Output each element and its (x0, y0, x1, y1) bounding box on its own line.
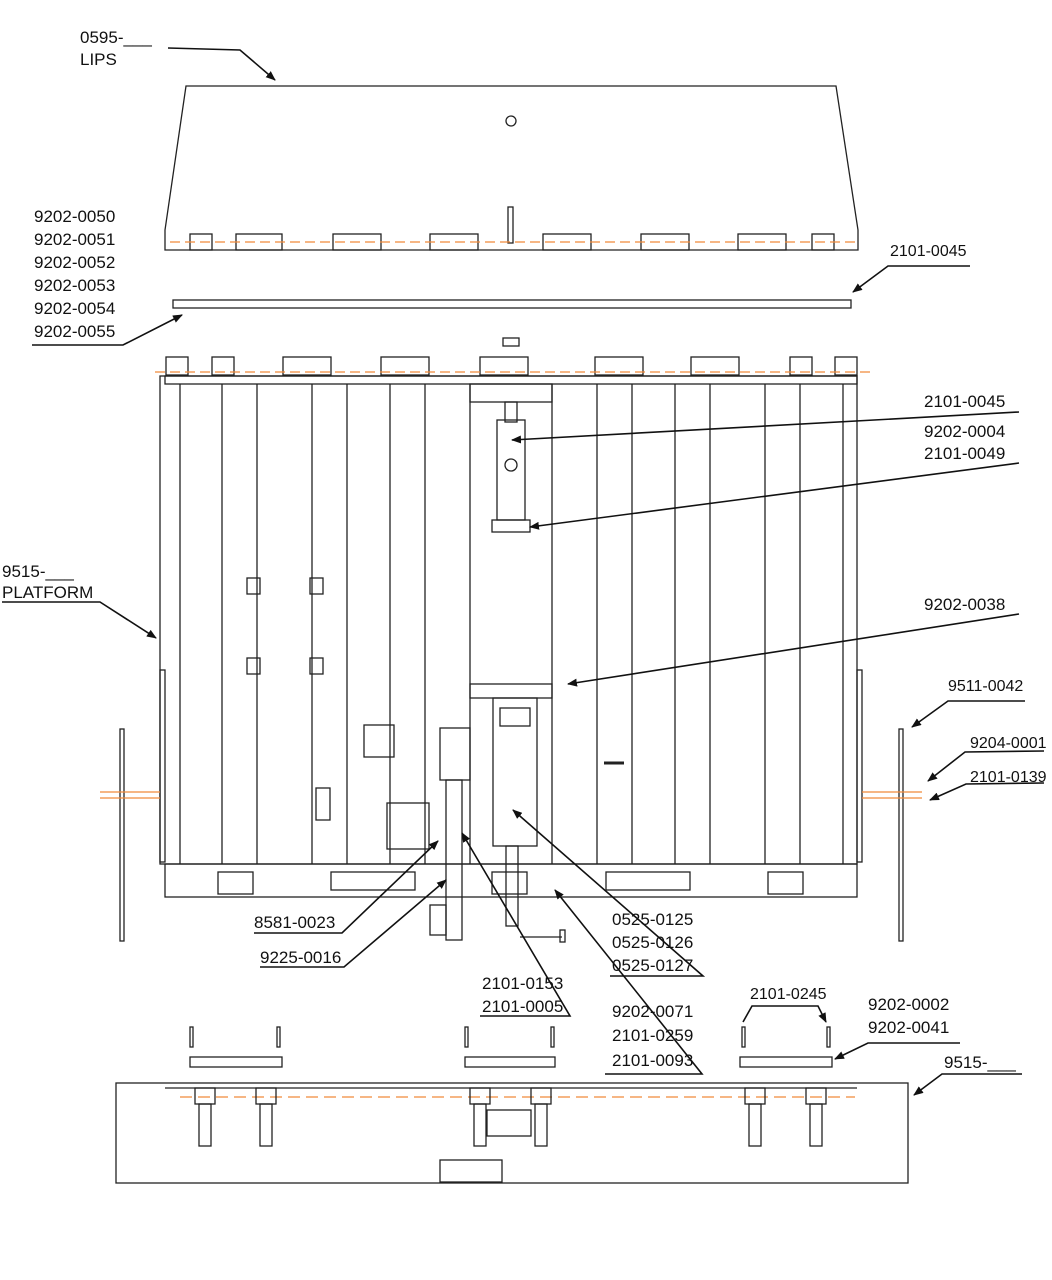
hinge-pin-label: 2101-0045 (890, 243, 967, 260)
lip-hinge-label-6: 9202-0055 (34, 322, 116, 341)
left-lower-label-1: 8581-0023 (254, 913, 336, 932)
platform-name-label: PLATFORM (2, 583, 94, 602)
center-lower-label-1: 2101-0153 (482, 974, 564, 993)
lips-name-label: LIPS (80, 50, 117, 69)
base-pin-label-1: 9202-0071 (612, 1002, 694, 1021)
lift-cyl-label-3: 2101-0049 (924, 444, 1006, 463)
hinge-pin-bar (172, 299, 852, 309)
cyl-bottom-label-3: 0525-0127 (612, 956, 694, 975)
lips-part-label: 0595-___ (80, 28, 152, 47)
lift-cylinder (469, 383, 566, 943)
frame-part-label: 9515-___ (944, 1053, 1016, 1072)
leader-lines (2, 47, 1045, 1096)
cyl-bottom-label-1: 0525-0125 (612, 910, 694, 929)
lip-hinge-label-3: 9202-0052 (34, 253, 116, 272)
right-bolt-label-2: 2101-0139 (970, 769, 1047, 786)
lip-hinge-label-1: 9202-0050 (34, 207, 116, 226)
cyl-mount-label: 9202-0038 (924, 595, 1006, 614)
left-rail (119, 728, 125, 942)
frame-hinge-label-2: 9202-0041 (868, 1018, 950, 1037)
center-lower-label-2: 2101-0005 (482, 997, 564, 1016)
right-bumper-label: 9511-0042 (948, 678, 1024, 695)
lift-cyl-label-1: 2101-0045 (924, 392, 1006, 411)
left-lower-label-2: 9225-0016 (260, 948, 342, 967)
lip-hinge-label-5: 9202-0054 (34, 299, 116, 318)
base-pin-label-2: 2101-0259 (612, 1026, 694, 1045)
platform-deck (155, 337, 870, 898)
platform-part-label: 9515-___ (2, 562, 74, 581)
frame-hinge-label-1: 9202-0002 (868, 995, 950, 1014)
base-pin-label-3: 2101-0093 (612, 1051, 694, 1070)
lip-hinge-label-2: 9202-0051 (34, 230, 116, 249)
lock-mechanism (429, 727, 471, 941)
frame-pin-label: 2101-0245 (750, 986, 827, 1003)
right-rail (898, 728, 904, 942)
right-bolt-label-1: 9204-0001 (970, 735, 1047, 752)
cyl-bottom-label-2: 0525-0126 (612, 933, 694, 952)
base-frame (115, 1082, 909, 1184)
lips-plate (164, 85, 859, 251)
lift-cyl-label-2: 9202-0004 (924, 422, 1006, 441)
lip-hinge-label-4: 9202-0053 (34, 276, 116, 295)
